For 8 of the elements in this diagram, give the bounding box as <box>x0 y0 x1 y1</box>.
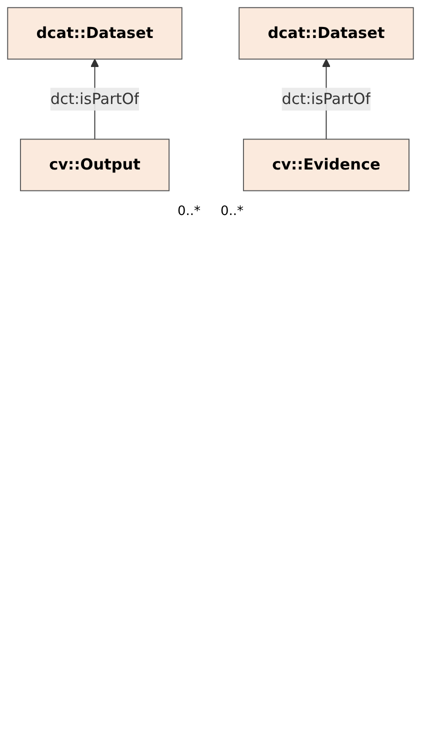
node-box: dcat::Dataset <box>238 7 414 60</box>
multiplicity-label: 0..* <box>177 204 200 220</box>
edge-label: dct:isPartOf <box>282 90 371 108</box>
edge-label: dct:isPartOf <box>50 90 140 108</box>
multiplicity-label: 0..* <box>220 204 244 220</box>
node-box: cv::Evidence <box>242 138 410 192</box>
node-box: dcat::Dataset <box>7 7 182 60</box>
node-box: cv::Output <box>20 138 170 192</box>
